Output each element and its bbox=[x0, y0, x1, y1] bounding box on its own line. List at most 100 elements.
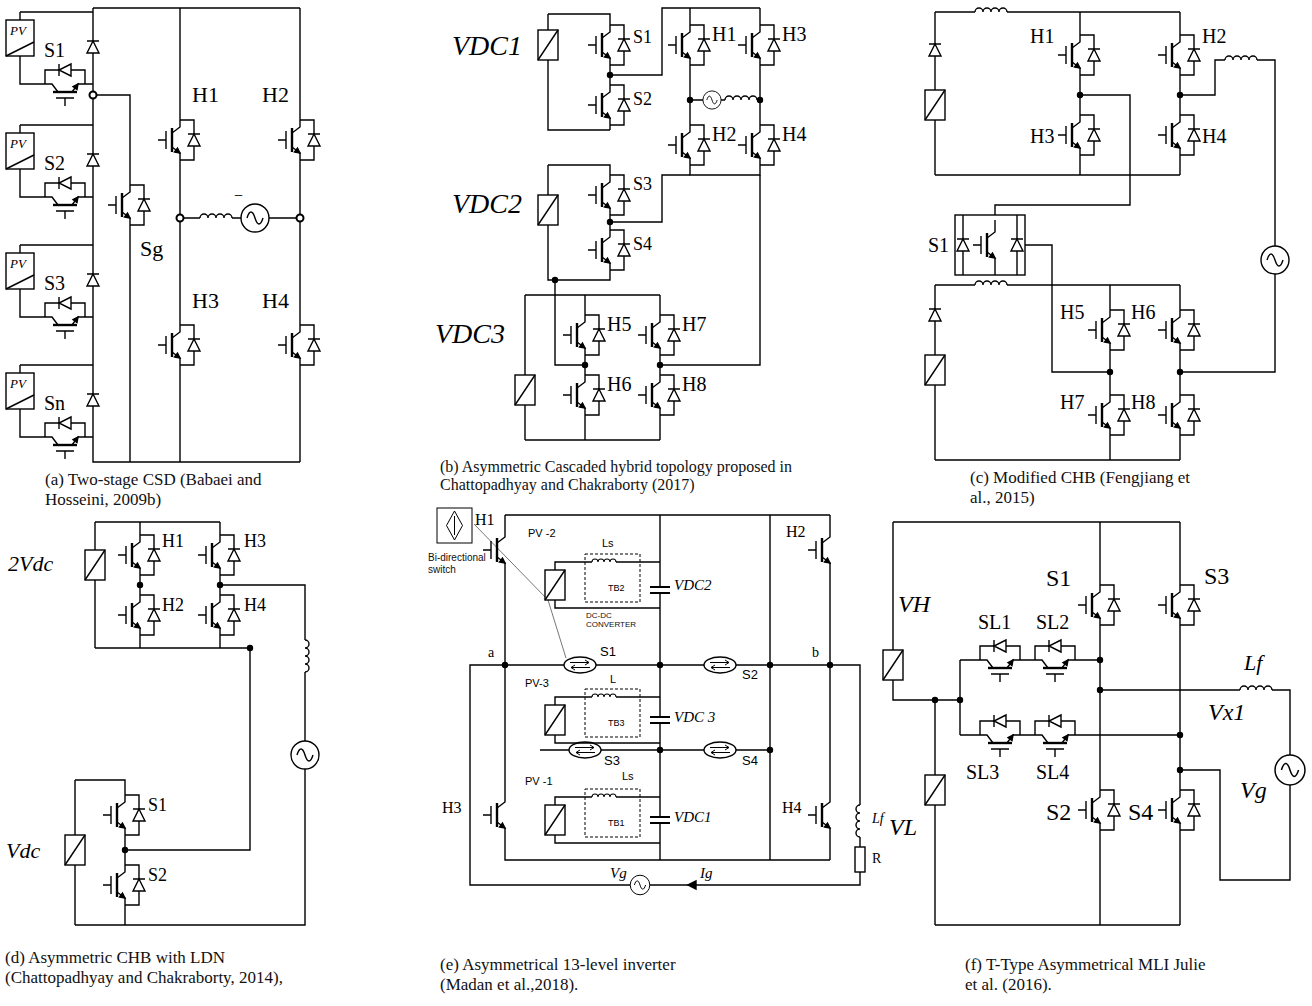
component-label: S1 bbox=[600, 645, 616, 658]
circuit-panel-c bbox=[995, 95, 1130, 220]
component-label: Ls bbox=[622, 771, 634, 782]
circuit-panel-c bbox=[929, 35, 941, 65]
component-label: H2 bbox=[162, 596, 184, 614]
component-label: H7 bbox=[682, 314, 706, 334]
figure-caption: (a) Two-stage CSD (Babaei and Hosseini, … bbox=[45, 470, 295, 509]
circuit-panel-e bbox=[483, 790, 505, 840]
component-label: Bi-directional switch bbox=[428, 552, 492, 575]
circuit-panel-b bbox=[583, 363, 588, 368]
component-label: Vg bbox=[1240, 778, 1267, 802]
component-label: S4 bbox=[1128, 800, 1153, 824]
circuit-panel-a bbox=[6, 395, 34, 409]
component-label: Ig bbox=[700, 866, 713, 881]
component-label: S2 bbox=[44, 153, 65, 173]
component-label: H5 bbox=[1060, 302, 1084, 322]
component-label: VDC2 bbox=[674, 578, 712, 593]
circuit-panel-a bbox=[90, 92, 97, 99]
component-label: H3 bbox=[244, 532, 266, 550]
component-label: H4 bbox=[262, 290, 289, 312]
circuit-panel-d bbox=[248, 646, 253, 651]
circuit-panel-a bbox=[40, 417, 90, 459]
circuit-panel-f bbox=[1240, 686, 1272, 690]
component-label: H2 bbox=[262, 84, 289, 106]
component-label: VDC2 bbox=[452, 190, 522, 218]
component-label: Lf bbox=[1244, 652, 1262, 674]
component-label: H2 bbox=[786, 524, 806, 540]
circuit-panel-b bbox=[703, 91, 721, 109]
circuit-panel-a bbox=[278, 320, 320, 370]
circuit-panel-f bbox=[1178, 733, 1183, 738]
component-label: Ls bbox=[602, 538, 614, 549]
circuit-panel-a bbox=[87, 265, 99, 295]
circuit-panel-c bbox=[975, 8, 1007, 12]
circuit-panel-e bbox=[474, 524, 566, 658]
circuit-panel-a bbox=[6, 133, 34, 169]
circuit-panel-b bbox=[588, 80, 630, 130]
component-label: TB1 bbox=[608, 819, 625, 828]
component-label: S1 bbox=[148, 796, 167, 814]
circuit-panel-a bbox=[6, 42, 34, 56]
component-label: PV -1 bbox=[525, 776, 553, 787]
component-label: H2 bbox=[712, 124, 736, 144]
circuit-panel-c bbox=[1225, 56, 1257, 60]
circuit-panel-e bbox=[855, 847, 865, 872]
circuit-panel-f bbox=[893, 522, 1180, 735]
circuit-panel-a bbox=[40, 64, 90, 106]
circuit-panel-f bbox=[1030, 640, 1080, 682]
circuit-panel-c bbox=[925, 355, 945, 385]
circuit-panel-b bbox=[660, 175, 760, 365]
circuit-panel-b bbox=[548, 165, 690, 280]
figure-caption: (e) Asymmetrical 13-level inverter (Mada… bbox=[440, 955, 720, 994]
circuit-panel-e bbox=[688, 881, 696, 889]
circuit-panel-d bbox=[85, 550, 105, 580]
circuit-panel-a bbox=[6, 20, 34, 56]
circuit-panel-e bbox=[704, 742, 736, 758]
component-label: H6 bbox=[607, 374, 631, 394]
circuit-panel-a bbox=[184, 217, 296, 218]
component-label: PV bbox=[10, 24, 26, 37]
circuit-panel-b bbox=[515, 375, 535, 405]
circuit-panel-f bbox=[958, 698, 963, 703]
circuit-panel-e bbox=[545, 705, 565, 735]
component-label: H8 bbox=[682, 374, 706, 394]
circuit-panel-b bbox=[668, 20, 710, 70]
circuit-panel-e bbox=[447, 511, 463, 540]
component-label: VDC 3 bbox=[674, 710, 715, 725]
component-label: Lf bbox=[872, 812, 884, 826]
circuit-panel-e bbox=[545, 570, 565, 600]
circuit-panel-e bbox=[808, 790, 830, 840]
component-label: H3 bbox=[782, 24, 806, 44]
circuit-panel-f bbox=[1078, 785, 1120, 835]
component-label: S2 bbox=[742, 668, 758, 681]
component-label: H3 bbox=[192, 290, 219, 312]
component-label: VDC1 bbox=[674, 810, 712, 825]
circuit-panel-b bbox=[553, 278, 558, 283]
circuit-panel-e bbox=[585, 789, 640, 837]
circuit-panel-a bbox=[6, 373, 34, 409]
component-label: SL4 bbox=[1036, 762, 1069, 782]
circuit-panel-a bbox=[97, 95, 131, 462]
circuit-panel-d bbox=[291, 741, 319, 769]
circuit-panel-b bbox=[588, 225, 630, 275]
component-label: H5 bbox=[607, 314, 631, 334]
component-label: Vx1 bbox=[1208, 700, 1245, 724]
circuit-panel-d bbox=[118, 590, 160, 640]
circuit-panel-e bbox=[650, 587, 670, 593]
circuit-panel-e bbox=[470, 665, 860, 885]
component-label: TB2 bbox=[608, 584, 625, 593]
component-label: H8 bbox=[1131, 392, 1155, 412]
circuit-panel-f bbox=[1275, 755, 1305, 785]
circuit-panel-e bbox=[658, 748, 663, 753]
circuit-panel-a bbox=[278, 115, 320, 165]
component-label: H4 bbox=[244, 596, 266, 614]
circuit-panel-c bbox=[963, 215, 1017, 275]
circuit-panel-f bbox=[1158, 785, 1200, 835]
circuit-panel-c bbox=[1025, 245, 1110, 372]
circuit-panel-c bbox=[1158, 305, 1200, 355]
circuit-panel-e bbox=[704, 657, 736, 673]
circuit-panel-f bbox=[1158, 580, 1200, 630]
circuit-panel-e bbox=[650, 717, 670, 723]
circuit-panel-b bbox=[658, 363, 663, 368]
circuit-panel-d bbox=[118, 530, 160, 580]
circuit-panel-e bbox=[592, 694, 616, 697]
